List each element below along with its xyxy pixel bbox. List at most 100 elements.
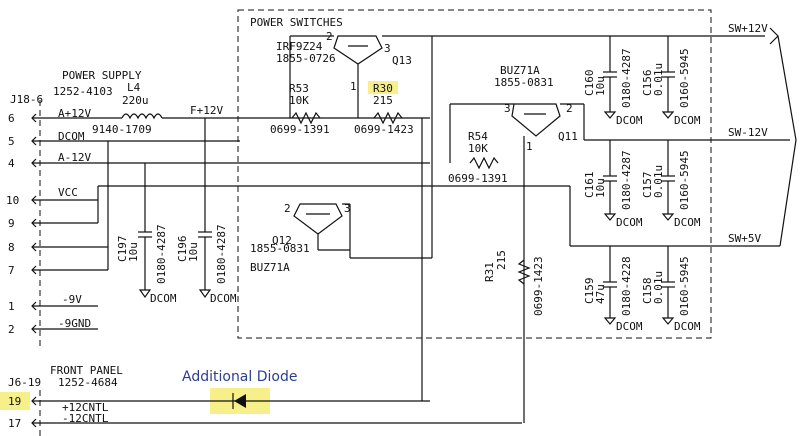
ground-icon: [603, 111, 617, 119]
q11-type: BUZ71A: [500, 64, 540, 77]
pin-8: 8: [8, 241, 108, 254]
q12-part: 1855-0831: [250, 242, 310, 255]
pin-9: 9: [8, 217, 98, 230]
pin-number: 19: [8, 395, 21, 408]
r30-part: 0699-1423: [354, 123, 414, 136]
c161-part: 0180-4287: [620, 150, 633, 210]
r30-highlight: [368, 81, 398, 94]
pin-number: 8: [8, 241, 15, 254]
pin-number: 9: [8, 217, 15, 230]
ground-icon: [661, 317, 675, 325]
c159-value: 47u: [594, 284, 607, 304]
pin-7: 7: [8, 264, 108, 277]
r30-zigzag: [373, 111, 403, 125]
pin-label: A-12V: [58, 151, 91, 164]
transistor-q13: IRF9Z24 1855-0726 Q13 2 3 1: [276, 30, 432, 118]
c157-value: 0.01u: [652, 165, 665, 198]
c196-ref: C196: [176, 236, 189, 263]
c196-value: 10u: [187, 242, 200, 262]
pin-number: 1: [8, 300, 15, 313]
output-arrow: [769, 27, 779, 45]
ground-label: DCOM: [616, 114, 643, 127]
ground-icon: [603, 317, 617, 325]
c197-part: 0180-4287: [155, 224, 168, 284]
q11-pin: 2: [566, 102, 573, 115]
transistor-q12: 1855-0831 BUZ71A Q12 2 3: [250, 202, 432, 274]
r53-ref: R53: [289, 82, 309, 95]
ground-icon: [138, 289, 152, 299]
power-supply-connector: J18-6: [10, 93, 43, 106]
c158-part: 0160-5945: [678, 256, 691, 316]
c158-ref: C158: [641, 278, 654, 305]
c197-ref: C197: [116, 236, 129, 263]
c161-value: 10u: [594, 178, 607, 198]
q12-pin: 2: [284, 202, 291, 215]
pin-label: A+12V: [58, 107, 91, 120]
transistor-q11: BUZ71A 1855-0831 Q11 3 2 1: [449, 64, 790, 423]
q12-pin: 3: [344, 202, 351, 215]
r54-ref: R54: [468, 130, 488, 143]
q12-type: BUZ71A: [250, 261, 290, 274]
r31-ref: R31: [483, 262, 496, 282]
front-panel-connector: J6-19: [8, 376, 41, 389]
r54-zigzag: [469, 156, 499, 170]
pin-number: 5: [8, 135, 15, 148]
pin-label: -9GND: [58, 317, 91, 330]
c157-part: 0160-5945: [678, 150, 691, 210]
output-bracket: [777, 35, 797, 247]
q13-type: IRF9Z24: [276, 40, 323, 53]
c160-part: 0180-4287: [620, 48, 633, 108]
pin-1: 1 -9V: [8, 293, 98, 313]
ground-label: DCOM: [210, 292, 237, 305]
q13-part: 1855-0726: [276, 52, 336, 65]
c159-part: 0180-4228: [620, 256, 633, 316]
c157-ref: C157: [641, 172, 654, 199]
pin-17: 17 -12CNTL: [8, 412, 522, 430]
power-supply-part: 1252-4103: [53, 85, 113, 98]
ground-icon: [661, 111, 675, 119]
annotation-label: Additional Diode: [182, 369, 297, 385]
r31-part: 0699-1423: [532, 256, 545, 316]
power-supply-title: POWER SUPPLY: [62, 69, 142, 82]
pin-number: 4: [8, 157, 15, 170]
c158-value: 0.01u: [652, 271, 665, 304]
pin19-highlight: [0, 392, 30, 410]
ground-icon: [661, 213, 675, 221]
c160-value: 10u: [594, 76, 607, 96]
ground-label: DCOM: [616, 216, 643, 229]
pin-label: DCOM: [58, 130, 85, 143]
r31-zigzag: [517, 259, 531, 285]
ground-icon: [198, 289, 212, 299]
inductor-value: 220u: [122, 94, 149, 107]
ground-label: DCOM: [674, 114, 701, 127]
diode-triangle: [234, 394, 246, 408]
ground-label: DCOM: [616, 320, 643, 333]
output-sw5v: SW+5V: [728, 232, 761, 245]
pin-number: 7: [8, 264, 15, 277]
r53-part: 0699-1391: [270, 123, 330, 136]
c156-ref: C156: [641, 70, 654, 97]
c156-value: 0.01u: [652, 63, 665, 96]
ground-icon: [603, 213, 617, 221]
inductor-ref: L4: [127, 81, 141, 94]
pin-19: 19 +12CNTL: [8, 395, 430, 414]
pin-number: 6: [8, 112, 15, 125]
front-panel-title: FRONT PANEL: [50, 364, 123, 377]
ground-label: DCOM: [674, 320, 701, 333]
inductor-coil: [121, 113, 163, 120]
pin-number: 2: [8, 323, 15, 336]
q11-body: [511, 103, 561, 137]
q13-pin: 1: [350, 80, 357, 93]
q13-body: [333, 35, 383, 65]
diode-symbol: [232, 393, 246, 409]
front-panel-part: 1252-4684: [58, 376, 118, 389]
resistor-r31: R31 215 0699-1423: [483, 250, 545, 316]
q11-pin: 3: [504, 102, 511, 115]
pin-label: VCC: [58, 186, 78, 199]
c196-label: C196 10u: [176, 236, 200, 263]
r30-value: 215: [373, 94, 393, 107]
